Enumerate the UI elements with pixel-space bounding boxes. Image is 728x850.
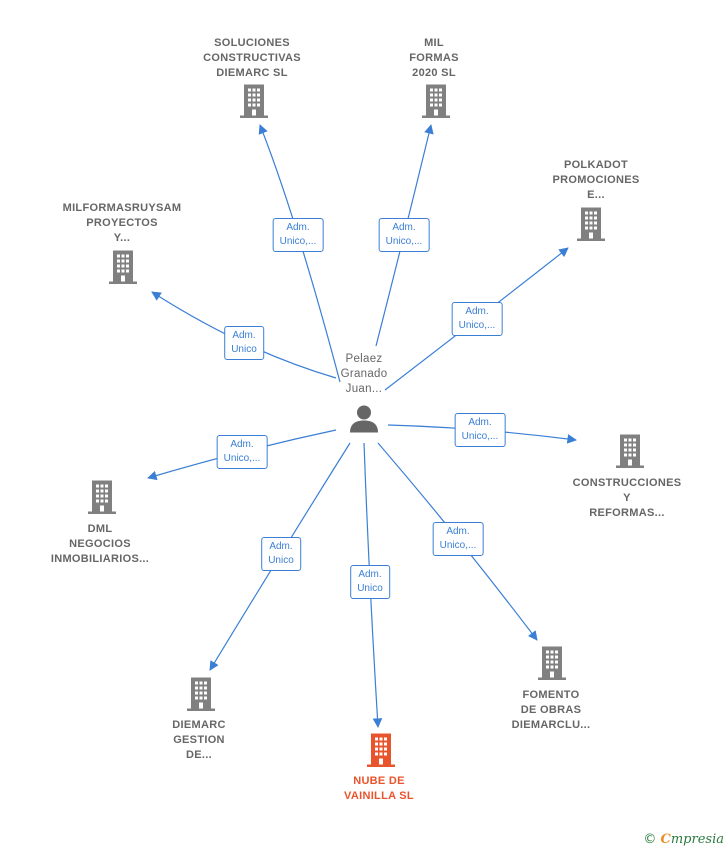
company-node-construcciones-y-reformas[interactable] bbox=[614, 433, 646, 474]
relation-label-line: Adm. bbox=[230, 439, 254, 450]
company-label-line: 2020 SL bbox=[412, 67, 456, 79]
company-label-line: REFORMAS... bbox=[589, 507, 665, 519]
company-node-nube-de-vainilla[interactable] bbox=[365, 732, 397, 773]
relation-label-fomento-de-obras-diemarclu[interactable]: Adm. Unico,... bbox=[432, 522, 484, 556]
relation-label-dml-negocios-inmobiliarios[interactable]: Adm. Unico,... bbox=[216, 435, 268, 469]
relation-label-line: Unico,... bbox=[439, 540, 477, 551]
company-label-line: NUBE DE bbox=[353, 775, 405, 787]
building-icon bbox=[187, 677, 215, 711]
company-label-nube-de-vainilla[interactable]: NUBE DE VAINILLA SL bbox=[344, 774, 414, 804]
company-label-line: MILFORMASRUYSAM bbox=[62, 202, 182, 214]
company-label-line: CONSTRUCTIVAS bbox=[203, 52, 301, 64]
company-node-mil-formas-2020[interactable] bbox=[420, 83, 452, 124]
company-label-line: POLKADOT bbox=[563, 159, 629, 171]
relation-label-line: Unico,... bbox=[279, 236, 317, 247]
company-label-line: E... bbox=[587, 189, 605, 201]
relation-label-line: Unico,... bbox=[385, 236, 423, 247]
company-label-line: DE OBRAS bbox=[520, 704, 582, 716]
edge-soluciones-constructivas-diemarc bbox=[258, 124, 341, 383]
company-label-line: Y bbox=[623, 492, 631, 504]
building-icon bbox=[367, 733, 395, 767]
relation-label-line: Adm. bbox=[269, 541, 293, 552]
company-label-line: SOLUCIONES bbox=[214, 37, 290, 49]
company-label-line: DIEMARC bbox=[172, 719, 226, 731]
company-label-line: PROYECTOS bbox=[86, 217, 158, 229]
company-label-line: GESTION bbox=[173, 734, 225, 746]
company-node-dml-negocios-inmobiliarios[interactable] bbox=[86, 479, 118, 520]
building-icon bbox=[240, 84, 268, 118]
relation-label-soluciones-constructivas-diemarc[interactable]: Adm. Unico,... bbox=[272, 218, 324, 252]
building-icon bbox=[577, 207, 605, 241]
company-label-line: DML bbox=[87, 523, 113, 535]
company-label-line: MIL bbox=[424, 37, 444, 49]
building-icon bbox=[616, 434, 644, 468]
company-label-line: FOMENTO bbox=[522, 689, 580, 701]
company-label-milformasruysam-proyectos[interactable]: MILFORMASRUYSAM PROYECTOS Y... bbox=[63, 201, 182, 246]
company-label-mil-formas-2020[interactable]: MIL FORMAS 2020 SL bbox=[409, 36, 458, 81]
brand-name: mpresia bbox=[670, 832, 724, 847]
company-label-line: Y... bbox=[113, 232, 131, 244]
empresia-watermark: © Cmpresia bbox=[643, 832, 724, 847]
building-icon bbox=[109, 250, 137, 284]
relation-label-line: Adm. bbox=[465, 306, 489, 317]
relation-label-mil-formas-2020[interactable]: Adm. Unico,... bbox=[378, 218, 430, 252]
relation-label-line: Unico bbox=[231, 344, 257, 355]
relation-label-line: Adm. bbox=[286, 222, 310, 233]
company-label-polkadot-promociones[interactable]: POLKADOT PROMOCIONES E... bbox=[552, 158, 639, 203]
company-label-line: CONSTRUCCIONES bbox=[572, 477, 682, 489]
company-label-line: DIEMARCLU... bbox=[511, 719, 591, 731]
relation-label-line: Adm. bbox=[468, 417, 492, 428]
person-node[interactable] bbox=[349, 404, 379, 439]
person-icon bbox=[350, 405, 378, 433]
company-label-line: DE... bbox=[186, 749, 212, 761]
relation-label-line: Adm. bbox=[358, 569, 382, 580]
company-node-soluciones-constructivas-diemarc[interactable] bbox=[238, 83, 270, 124]
relation-label-milformasruysam-proyectos[interactable]: Adm. Unico bbox=[224, 326, 264, 360]
relation-label-line: Adm. bbox=[392, 222, 416, 233]
relation-label-construcciones-y-reformas[interactable]: Adm. Unico,... bbox=[454, 413, 506, 447]
relation-label-line: Unico,... bbox=[458, 320, 496, 331]
company-label-soluciones-constructivas-diemarc[interactable]: SOLUCIONES CONSTRUCTIVAS DIEMARC SL bbox=[203, 36, 301, 81]
relation-label-polkadot-promociones[interactable]: Adm. Unico,... bbox=[451, 302, 503, 336]
company-node-milformasruysam-proyectos[interactable] bbox=[107, 249, 139, 290]
brand-initial: C bbox=[660, 832, 671, 847]
relation-label-line: Unico,... bbox=[461, 431, 499, 442]
company-label-line: PROMOCIONES bbox=[552, 174, 640, 186]
company-label-line: INMOBILIARIOS... bbox=[50, 553, 150, 565]
relation-label-line: Unico bbox=[268, 555, 294, 566]
company-label-line: NEGOCIOS bbox=[69, 538, 131, 550]
relation-label-line: Adm. bbox=[446, 526, 470, 537]
company-label-line: FORMAS bbox=[409, 52, 459, 64]
company-label-dml-negocios-inmobiliarios[interactable]: DML NEGOCIOS INMOBILIARIOS... bbox=[51, 522, 149, 567]
relation-label-line: Unico,... bbox=[223, 453, 261, 464]
relation-label-diemarc-gestion[interactable]: Adm. Unico bbox=[261, 537, 301, 571]
company-node-polkadot-promociones[interactable] bbox=[575, 206, 607, 247]
building-icon bbox=[422, 84, 450, 118]
person-label-line: Granado bbox=[340, 368, 388, 380]
building-icon bbox=[538, 646, 566, 680]
company-label-construcciones-y-reformas[interactable]: CONSTRUCCIONES Y REFORMAS... bbox=[573, 476, 682, 521]
building-icon bbox=[88, 480, 116, 514]
person-label-line: Juan... bbox=[345, 383, 383, 395]
company-label-line: DIEMARC SL bbox=[216, 67, 288, 79]
company-label-fomento-de-obras-diemarclu[interactable]: FOMENTO DE OBRAS DIEMARCLU... bbox=[512, 688, 591, 733]
company-node-fomento-de-obras-diemarclu[interactable] bbox=[536, 645, 568, 686]
relation-label-nube-de-vainilla[interactable]: Adm. Unico bbox=[350, 565, 390, 599]
company-label-line: VAINILLA SL bbox=[344, 790, 414, 802]
relation-label-line: Adm. bbox=[232, 330, 256, 341]
company-node-diemarc-gestion[interactable] bbox=[185, 676, 217, 717]
company-label-diemarc-gestion[interactable]: DIEMARC GESTION DE... bbox=[172, 718, 225, 763]
relation-label-line: Unico bbox=[357, 583, 383, 594]
copyright-symbol: © bbox=[643, 832, 657, 847]
person-label-line: Pelaez bbox=[345, 353, 383, 365]
